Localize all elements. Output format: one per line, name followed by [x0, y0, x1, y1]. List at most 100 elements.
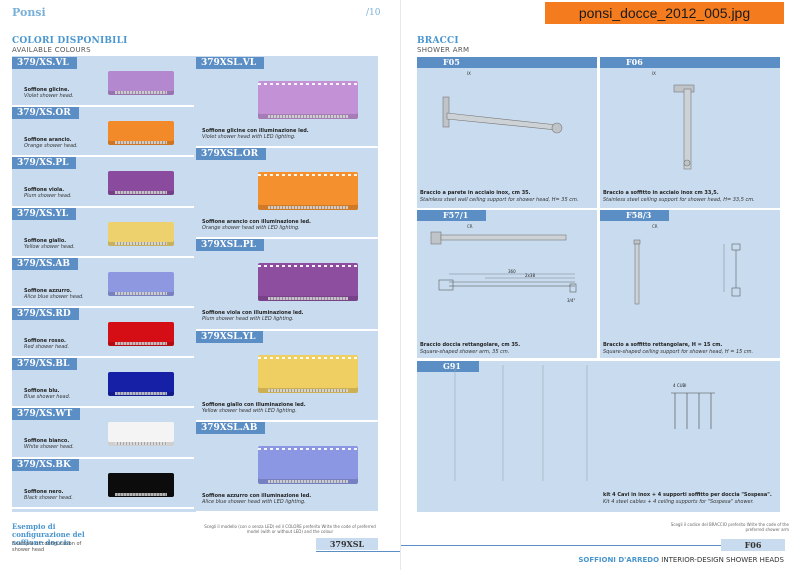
colour-desc-en: Alice blue shower head. [24, 293, 84, 300]
dim-kit: 4 CUBI [673, 383, 686, 388]
arm-desc-it-f58-3: Braccio a soffitto rettangolare, H = 15 … [603, 342, 723, 348]
colour-desc-en-led: Yellow shower head with LED lighting. [202, 407, 297, 414]
shower-head-image [108, 271, 174, 296]
config-line-right [401, 545, 721, 546]
colour-desc-en: Plum shower head. [24, 193, 72, 200]
colour-desc-en: Orange shower head. [24, 143, 78, 150]
config-note-left: Scegli il modello (con o senza LED) ed i… [204, 524, 376, 534]
colour-desc-it: Soffione glicine. [24, 87, 70, 93]
colour-desc-it: Soffione arancio. [24, 137, 72, 144]
colour-code-led: 379XSL.AB [196, 421, 266, 434]
arm-finish-f05: IX [467, 71, 471, 76]
arm-cell-f58-3: F58/3 CR Braccio a soffitto rettangolare… [600, 210, 780, 358]
arm-desc-en-f58-3: Square-shaped ceiling support for shower… [603, 349, 754, 355]
brand-logo: Ponsi [12, 6, 46, 19]
arm-desc-en-g91: Kit 4 steel cables + 4 ceiling supports … [603, 499, 754, 505]
arm-code-g91: G91 [417, 361, 479, 372]
colour-desc-en-led: Alice blue shower head with LED lighting… [202, 498, 306, 505]
section-title-colours: COLORI DISPONIBILI [12, 36, 128, 46]
arm-cell-f57-1: F57/1 CR 360 2x38 3/4" Braccio doccia re… [417, 210, 597, 358]
colour-desc-it-led: Soffione arancio con illuminazione led. [202, 219, 311, 226]
arm-code-f06: F06 [600, 57, 780, 68]
led-shower-head-image [258, 445, 358, 484]
arm-cell-f05: F05 IX Braccio a parete in acciaio inox,… [417, 57, 597, 208]
dim-section: 2x38 [525, 273, 535, 278]
colour-desc-it: Soffione azzurro. [24, 287, 72, 294]
footer-bar-label: SOFFIONI D'ARREDO [578, 556, 660, 564]
arm-drawing-g91: 4 CUBI [454, 365, 715, 481]
colour-desc-it: Soffione rosso. [24, 338, 66, 344]
colour-desc-en-led: Plum shower head with LED lighting. [202, 316, 294, 323]
arm-cell-g91: G91 4 CUBI kit 4 Cavi in inox + 4 suppor… [417, 361, 780, 512]
colour-code-led: 379XSL.VL [196, 57, 265, 69]
colour-desc-it-led: Soffione glicine con illuminazione led. [202, 128, 309, 134]
colour-desc-it: Soffione giallo. [24, 237, 67, 244]
shower-head-image [108, 372, 174, 397]
arm-desc-it-f05: Braccio a parete in acciaio inox, cm 35. [420, 190, 531, 196]
colour-code: 379/XS.AB [12, 257, 78, 270]
shower-head-image [108, 322, 174, 346]
arm-code-f05: F05 [417, 57, 597, 68]
colour-code: 379/XS.PL [12, 157, 77, 170]
colour-cell-large: 379XSL.PL Soffione viola con illuminazion… [196, 239, 378, 331]
colour-desc-en: Black shower head. [24, 494, 73, 501]
arm-desc-en-f05: Stainless steel wall ceiling support for… [420, 197, 579, 203]
colour-desc-it: Soffione nero. [24, 488, 64, 495]
arm-desc-it-g91: kit 4 Cavi in inox + 4 supporti soffitto… [603, 492, 772, 498]
shower-head-image [108, 171, 174, 196]
config-example-subtitle: Example of configuration of shower head [12, 541, 82, 553]
colour-desc-en-led: Violet shower head with LED lighting. [202, 134, 296, 140]
colour-desc-en: Violet shower head. [24, 93, 74, 99]
colour-cell-large: 379XSL.AB Soffione azzurro con illuminazi… [196, 421, 378, 513]
colour-desc-it: Soffione viola. [24, 187, 65, 194]
right-page: BRACCI SHOWER ARM F05 IX Braccio a paret… [400, 0, 800, 570]
page-number: /10 [366, 8, 381, 18]
colour-code-led: 379XSL.YL [196, 330, 264, 343]
colour-desc-it: Soffione bianco. [24, 438, 70, 445]
colour-cell-large: 379XSL.VL Soffione glicine con illuminazi… [196, 57, 378, 149]
left-page: Ponsi /10 COLORI DISPONIBILI AVAILABLE C… [12, 6, 400, 553]
footer-bar-text: SOFFIONI D'ARREDO INTERIOR-DESIGN SHOWER… [578, 556, 784, 564]
colour-code: 379/XS.BK [12, 458, 79, 471]
shower-head-image [108, 121, 174, 146]
led-shower-head-image [258, 81, 358, 119]
shower-head-image [108, 71, 174, 95]
section-subtitle-arms: SHOWER ARM [417, 46, 470, 54]
colour-desc-it-led: Soffione azzurro con illuminazione led. [202, 492, 312, 499]
arm-finish-f06: IX [652, 71, 656, 76]
colour-desc-it-led: Soffione viola con illuminazione led. [202, 310, 304, 317]
shower-head-image [108, 422, 174, 447]
dim-thread: 3/4" [567, 298, 575, 303]
arm-drawing-f57-1: 360 2x38 3/4" [430, 231, 577, 303]
colour-desc-en: Yellow shower head. [24, 243, 75, 250]
section-title-arms: BRACCI [417, 36, 459, 46]
section-subtitle-colours: AVAILABLE COLOURS [12, 46, 91, 54]
colour-desc-en-led: Orange shower head with LED lighting. [202, 225, 300, 232]
config-code-shower-head: 379XSL [316, 538, 378, 550]
shower-head-image [108, 472, 174, 497]
colour-code: 379/XS.YL [12, 207, 77, 220]
arm-desc-en-f06: Stainless steel ceiling support for show… [603, 197, 755, 203]
dim-length: 360 [508, 269, 516, 274]
footer-bar-title: INTERIOR-DESIGN SHOWER HEADS [661, 556, 784, 564]
colour-cell-small: 379/XS.AB Soffione azzurro.Alice blue sho… [12, 257, 194, 308]
colour-desc-it: Soffione blu. [24, 388, 60, 395]
colour-code-led: 379XSL.PL [196, 239, 264, 252]
shower-head-image [108, 221, 174, 246]
config-code-arm: F06 [721, 539, 785, 551]
arm-drawing-f05 [442, 96, 563, 134]
arm-finish-f57-1: CR [467, 224, 473, 229]
colour-desc-en: Blue shower head. [24, 394, 71, 401]
arm-code-f58-3: F58/3 [600, 210, 670, 221]
arm-finish-f58-3: CR [652, 224, 658, 229]
colour-desc-en: White shower head. [24, 444, 74, 451]
config-line-left [316, 551, 400, 552]
led-shower-head-image [258, 263, 358, 302]
